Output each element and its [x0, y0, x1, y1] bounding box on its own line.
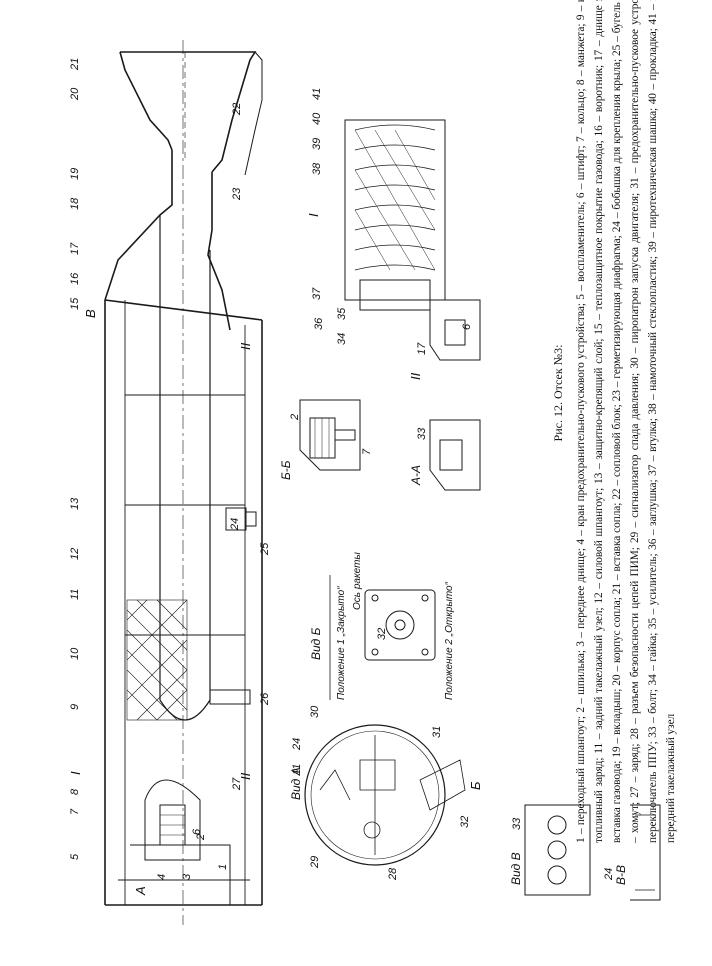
motor-body: [104, 51, 263, 906]
section-b-mark: Б: [468, 781, 483, 790]
callout-18: 18: [69, 197, 81, 210]
callout-34: 34: [336, 333, 348, 345]
callout-8: 8: [69, 788, 81, 795]
section-aa-detail: [429, 419, 481, 491]
igniter-assembly: [130, 779, 231, 905]
callout-15: 15: [69, 297, 81, 310]
callout-35: 35: [336, 307, 348, 320]
callout-27: 27: [231, 777, 243, 791]
callout-32-view-b: 32: [376, 628, 388, 640]
callout-12: 12: [69, 548, 81, 560]
callout-22: 22: [231, 103, 243, 116]
callout-7: 7: [69, 808, 81, 815]
callout-17-detail: 17: [416, 342, 428, 355]
detail-i-title: I: [306, 213, 321, 217]
callout-32: 32: [459, 816, 471, 828]
view-b-switch: [329, 575, 436, 700]
callout-24-view-a: 24: [291, 738, 303, 751]
nozzle-block: [184, 51, 263, 176]
section-vv: [630, 804, 661, 901]
section-v-mark: В: [83, 309, 98, 318]
position-open-label: Положение 2 „Открыто“: [444, 581, 455, 700]
callout-17: 17: [69, 242, 81, 255]
callout-6-detail: 6: [461, 323, 473, 330]
callout-10: 10: [69, 647, 81, 660]
roman-i-mark: I: [68, 771, 83, 775]
callout-1: 1: [217, 864, 229, 870]
callout-28: 28: [387, 867, 399, 881]
callout-4: 4: [156, 874, 168, 880]
callout-11-view-a: 11: [291, 764, 303, 775]
callout-24: 24: [229, 518, 241, 531]
callout-24-vv: 24: [603, 868, 615, 881]
figure-title: Рис. 12. Отсек №3:: [551, 344, 565, 442]
callout-21: 21: [69, 58, 81, 71]
detail-ii-title: II: [408, 372, 423, 380]
section-aa-title: А-А: [409, 465, 423, 486]
callout-38: 38: [311, 162, 323, 175]
section-bb-title: Б-Б: [279, 460, 293, 480]
callout-20: 20: [69, 87, 81, 101]
section-vv-title: В-В: [614, 865, 628, 885]
section-bb-detail: [299, 399, 361, 471]
callout-6: 6: [191, 828, 203, 835]
callout-36: 36: [313, 317, 325, 330]
callout-19: 19: [69, 168, 81, 180]
callout-13: 13: [69, 497, 81, 510]
callout-3: 3: [181, 873, 193, 880]
view-b-title: Вид Б: [309, 627, 323, 660]
callout-31: 31: [431, 726, 443, 738]
callout-2: 2: [195, 834, 207, 841]
position-closed-label: Положение 1 „Закрыто“: [336, 586, 347, 700]
callout-23: 23: [231, 187, 243, 201]
view-v: [524, 804, 591, 896]
wing-boss: [209, 507, 257, 705]
callout-40: 40: [311, 112, 323, 125]
callout-2-bb: 2: [289, 414, 301, 421]
callout-30: 30: [309, 705, 321, 718]
figure-legend: 1 – переходный шпангоут; 2 – шпилька; 3 …: [575, 0, 677, 843]
callout-9: 9: [69, 704, 81, 710]
detail-ii: [429, 299, 481, 361]
rocket-axis-label: Ось ракеты: [352, 552, 363, 610]
callout-16: 16: [69, 272, 81, 285]
detail-i-composite: [344, 119, 446, 311]
callout-41: 41: [311, 88, 323, 100]
roman-ii-mark: II: [238, 772, 253, 780]
callout-5: 5: [69, 853, 81, 860]
callout-7-bb: 7: [361, 448, 373, 455]
view-a-end: [304, 724, 466, 866]
propellant-grain: [126, 599, 188, 721]
callout-37: 37: [311, 287, 323, 300]
view-a-title: Вид А: [289, 767, 303, 800]
callout-29: 29: [309, 856, 321, 869]
figure-caption-block: Рис. 12. Отсек №3: 1 – переходный шпанго…: [550, 0, 677, 843]
section-a-mark: А: [133, 886, 148, 896]
callout-26: 26: [259, 692, 271, 706]
callout-39: 39: [311, 138, 323, 150]
roman-ii-mark-aft: II: [238, 342, 253, 350]
callout-25: 25: [259, 542, 271, 556]
callout-33-view-v: 33: [511, 817, 523, 830]
view-v-title: Вид В: [509, 852, 523, 885]
callout-33-aa: 33: [416, 427, 428, 440]
callout-11: 11: [69, 589, 81, 600]
